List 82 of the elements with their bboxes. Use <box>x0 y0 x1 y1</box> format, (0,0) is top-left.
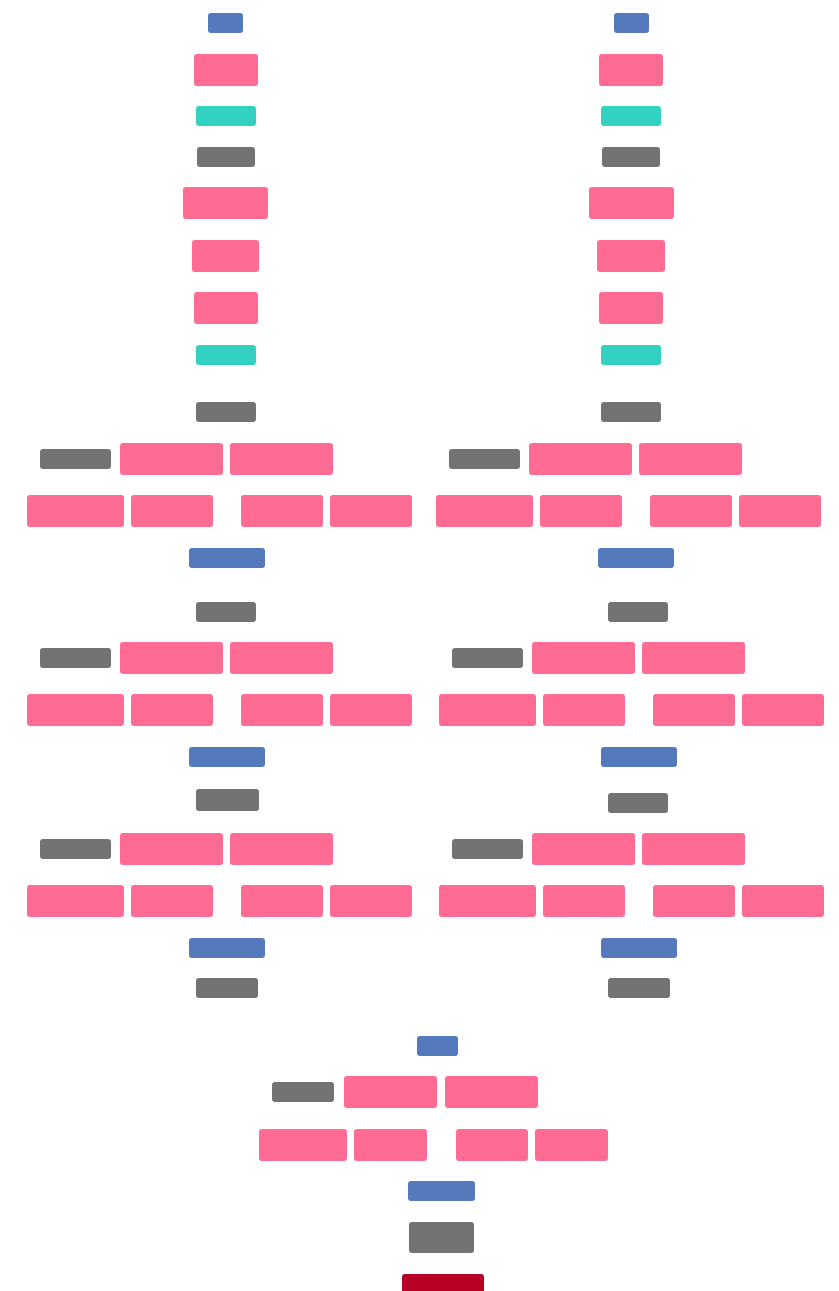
empty-block <box>653 694 735 726</box>
empty-block <box>650 495 732 527</box>
empty-block <box>40 449 111 469</box>
empty-block <box>131 885 213 917</box>
empty-block <box>189 747 265 767</box>
empty-block <box>602 147 660 167</box>
empty-block <box>230 833 333 865</box>
empty-block <box>241 694 323 726</box>
empty-block <box>241 885 323 917</box>
empty-block <box>543 694 625 726</box>
empty-block <box>354 1129 427 1161</box>
empty-block <box>189 548 265 568</box>
empty-block <box>40 839 111 859</box>
empty-block <box>27 495 124 527</box>
empty-block <box>330 885 412 917</box>
empty-block <box>532 833 635 865</box>
empty-block <box>642 642 745 674</box>
empty-block <box>259 1129 347 1161</box>
empty-block <box>445 1076 538 1108</box>
empty-block <box>742 885 824 917</box>
empty-block <box>608 793 668 813</box>
empty-block <box>196 345 256 365</box>
empty-block <box>601 106 661 126</box>
empty-block <box>439 885 536 917</box>
empty-block <box>417 1036 458 1056</box>
empty-block <box>608 978 670 998</box>
empty-block <box>642 833 745 865</box>
empty-block <box>599 54 663 86</box>
empty-block <box>439 694 536 726</box>
empty-block <box>208 13 243 33</box>
empty-block <box>449 449 520 469</box>
empty-block <box>532 642 635 674</box>
empty-block <box>330 694 412 726</box>
empty-block <box>601 345 661 365</box>
empty-block <box>131 495 213 527</box>
empty-block <box>120 833 223 865</box>
empty-block <box>192 240 259 272</box>
empty-block <box>639 443 742 475</box>
empty-block <box>599 292 663 324</box>
empty-block <box>452 648 523 668</box>
empty-block <box>230 443 333 475</box>
empty-block <box>194 292 258 324</box>
empty-block <box>344 1076 437 1108</box>
empty-block <box>196 602 256 622</box>
empty-block <box>601 747 677 767</box>
empty-block <box>543 885 625 917</box>
empty-block <box>197 147 255 167</box>
empty-block <box>614 13 649 33</box>
empty-block <box>452 839 523 859</box>
empty-block <box>408 1181 475 1201</box>
empty-block <box>409 1222 474 1253</box>
empty-block <box>120 443 223 475</box>
empty-block <box>608 602 668 622</box>
empty-block <box>601 402 661 422</box>
empty-block <box>183 187 268 219</box>
empty-block <box>330 495 412 527</box>
empty-block <box>196 106 256 126</box>
empty-block <box>597 240 665 272</box>
empty-block <box>653 885 735 917</box>
empty-block <box>739 495 821 527</box>
empty-block <box>40 648 111 668</box>
empty-block <box>589 187 674 219</box>
empty-block <box>196 789 259 811</box>
empty-block <box>601 938 677 958</box>
empty-block <box>456 1129 528 1161</box>
empty-block <box>196 402 256 422</box>
empty-block <box>529 443 632 475</box>
empty-block <box>27 694 124 726</box>
empty-block <box>131 694 213 726</box>
empty-block <box>189 938 265 958</box>
empty-block <box>27 885 124 917</box>
empty-block <box>436 495 533 527</box>
empty-block <box>598 548 674 568</box>
empty-block <box>120 642 223 674</box>
empty-block <box>194 54 258 86</box>
empty-block <box>540 495 622 527</box>
empty-block <box>230 642 333 674</box>
empty-block <box>742 694 824 726</box>
empty-block <box>196 978 258 998</box>
empty-block <box>272 1082 334 1102</box>
empty-block <box>241 495 323 527</box>
empty-block <box>535 1129 608 1161</box>
